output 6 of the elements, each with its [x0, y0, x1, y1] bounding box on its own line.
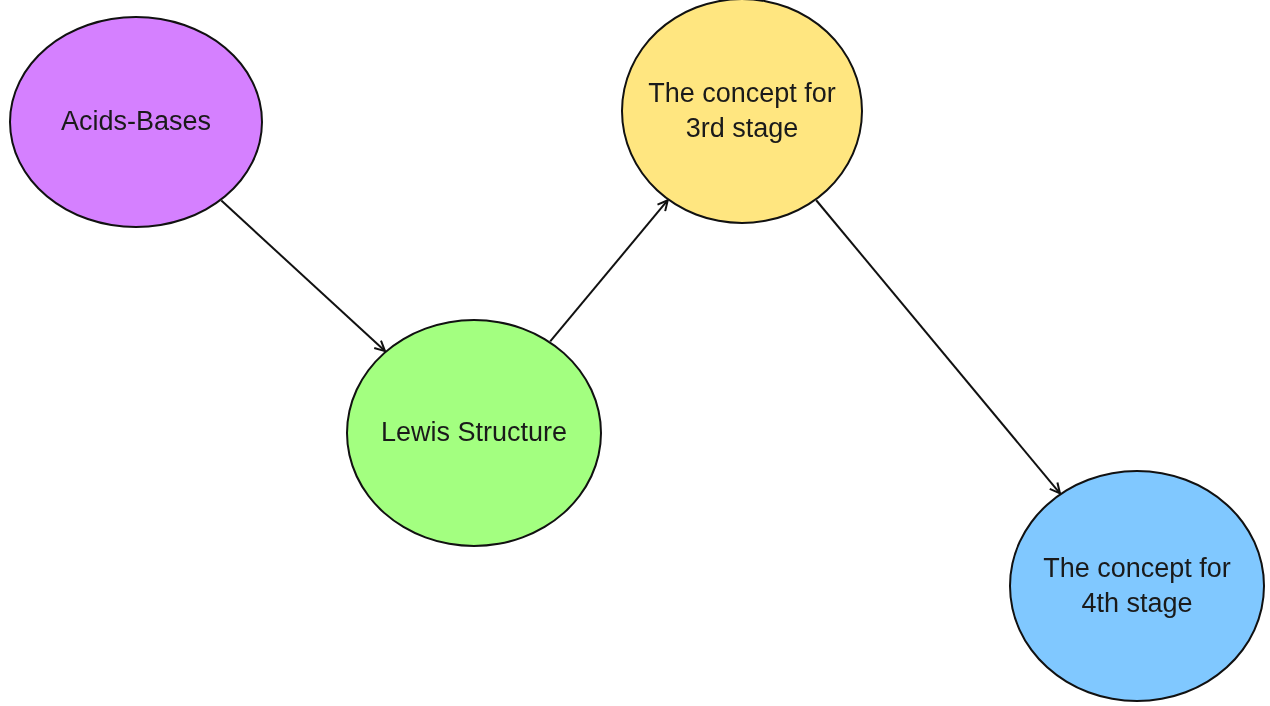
node-label: Lewis Structure	[380, 416, 568, 450]
arrow	[220, 199, 386, 353]
node-label: The concept for 3rd stage	[647, 76, 837, 145]
node-label: Acids-Bases	[60, 105, 212, 139]
node-label: The concept for 4th stage	[1042, 551, 1232, 620]
arrow	[815, 199, 1061, 495]
